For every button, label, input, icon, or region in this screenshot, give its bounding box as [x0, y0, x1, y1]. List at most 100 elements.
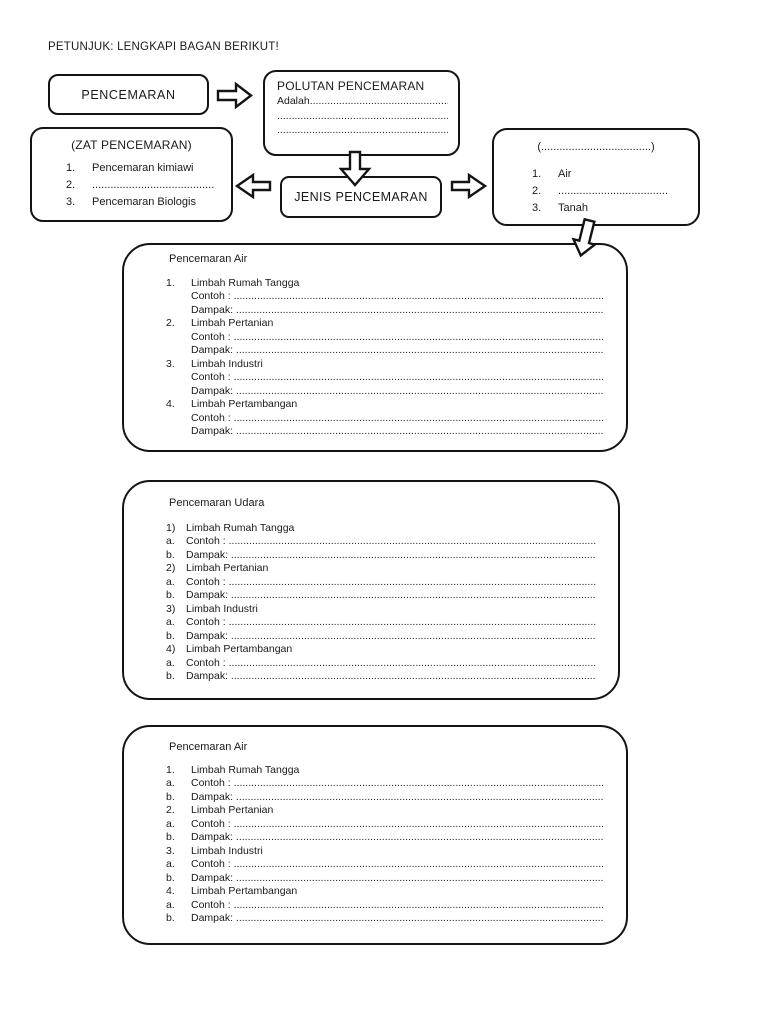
row-marker: 3)	[166, 602, 176, 615]
list-row: 4.Limbah Pertambangan	[166, 398, 604, 411]
row-marker: b.	[166, 589, 175, 602]
pencemaran-box: PENCEMARAN	[48, 74, 209, 115]
row-marker: b.	[166, 871, 175, 884]
list-row: 1.Limbah Rumah Tangga	[166, 277, 604, 290]
list-row: Contoh : ...............................…	[166, 412, 604, 425]
list-row: b. Dampak: ..............................…	[166, 831, 604, 844]
row-text: Limbah Pertanian	[191, 317, 274, 330]
row-text: Dampak: ................................…	[191, 384, 604, 397]
row-marker	[166, 304, 191, 317]
row-text: Limbah Pertambangan	[191, 885, 298, 898]
item-text: Pencemaran kimiawi	[92, 162, 194, 174]
polutan-box: POLUTAN PENCEMARAN Adalah...............…	[263, 70, 460, 156]
list-row: Dampak: ................................…	[166, 304, 604, 317]
list-row: Dampak: ................................…	[166, 344, 604, 357]
polutan-fill-line: ........................................…	[277, 109, 448, 122]
row-text: Limbah Industri	[186, 602, 258, 615]
row-text: Contoh : ...............................…	[186, 656, 596, 669]
row-marker: a.	[166, 535, 175, 548]
row-marker: a.	[166, 777, 175, 790]
row-text: Contoh : ...............................…	[186, 575, 596, 588]
row-text: Contoh : ...............................…	[186, 616, 596, 629]
list-row: b. Dampak: ..............................…	[166, 872, 604, 885]
row-text: Dampak: ................................…	[186, 629, 596, 642]
list-row: 3. Limbah Industri	[166, 845, 604, 858]
row-text: Contoh : ...............................…	[191, 898, 604, 911]
row-text: Dampak: ................................…	[191, 911, 604, 924]
row-marker: a.	[166, 656, 175, 669]
item-text: ........................................	[92, 179, 215, 191]
item-number: 1.	[66, 162, 76, 174]
row-text: Contoh : ...............................…	[191, 290, 604, 303]
item-number: 3.	[532, 202, 542, 214]
row-marker	[166, 385, 191, 398]
item-text: Pencemaran Biologis	[92, 196, 196, 208]
list-row: 3) Limbah Industri	[166, 603, 596, 616]
list-row: a. Contoh : .............................…	[166, 818, 604, 831]
arrow-left-icon	[234, 172, 272, 200]
row-marker: 1.	[166, 764, 175, 776]
row-marker: b.	[166, 790, 175, 803]
row-marker: 3.	[166, 844, 175, 857]
row-text: Contoh : ...............................…	[191, 330, 604, 343]
row-text: Limbah Rumah Tangga	[191, 764, 300, 776]
row-marker: 3.	[166, 357, 175, 370]
row-text: Dampak: ................................…	[186, 589, 596, 602]
list-row: a. Contoh : .............................…	[166, 576, 596, 589]
section-title: Pencemaran Air	[169, 253, 248, 265]
row-text: Contoh : ...............................…	[191, 411, 604, 424]
row-marker: b.	[166, 831, 175, 844]
row-marker: a.	[166, 858, 175, 871]
row-marker: a.	[166, 898, 175, 911]
item-number: 1.	[532, 168, 542, 180]
row-marker: a.	[166, 575, 175, 588]
row-marker	[166, 290, 191, 303]
row-text: Dampak: ................................…	[191, 831, 604, 844]
list-item: 3. Pencemaran Biologis	[66, 194, 231, 211]
list-row: 2)Limbah Pertanian	[166, 562, 596, 575]
arrow-down-tilted-icon	[571, 217, 598, 258]
list-row: a. Contoh : .............................…	[166, 657, 596, 670]
row-text: Dampak: ................................…	[191, 871, 604, 884]
list-row: Dampak: ................................…	[166, 425, 604, 438]
list-row: b.Dampak: ..............................…	[166, 549, 596, 562]
list-row: 3.Limbah Industri	[166, 358, 604, 371]
list-row: a. Contoh : .............................…	[166, 899, 604, 912]
media-box: (....................................) 1…	[492, 128, 700, 226]
row-marker	[166, 371, 191, 384]
row-text: Limbah Rumah Tangga	[191, 277, 300, 289]
list-row: b.Dampak: ..............................…	[166, 912, 604, 925]
row-text: Dampak: ................................…	[191, 424, 604, 437]
item-number: 2.	[532, 185, 542, 197]
row-text: Limbah Pertanian	[191, 804, 274, 817]
list-item: 2. ....................................	[532, 183, 698, 200]
row-text: Limbah Pertambangan	[186, 643, 293, 656]
row-text: Limbah Industri	[191, 844, 263, 857]
row-text: Limbah Pertanian	[186, 562, 269, 575]
section-title: Pencemaran Udara	[169, 497, 265, 509]
row-text: Contoh : ...............................…	[191, 817, 604, 830]
polutan-fill-line: Adalah..................................…	[277, 95, 448, 107]
row-marker	[166, 344, 191, 357]
row-marker: a.	[166, 616, 175, 629]
row-marker: 1)	[166, 522, 176, 534]
list-row: a.Contoh : .............................…	[166, 777, 604, 790]
list-row: Dampak: ................................…	[166, 385, 604, 398]
row-marker: b.	[166, 669, 175, 682]
list-row: 1)Limbah Rumah Tangga	[166, 522, 596, 535]
row-marker: 2.	[166, 804, 175, 817]
row-text: Dampak: ................................…	[191, 303, 604, 316]
list-row: b.Dampak: ..............................…	[166, 791, 604, 804]
zat-list: 1. Pencemaran kimiawi 2. ...............…	[66, 160, 231, 211]
list-row: Contoh : ...............................…	[166, 331, 604, 344]
row-text: Dampak: ................................…	[186, 548, 596, 561]
item-text: ....................................	[558, 185, 669, 197]
row-marker: a.	[166, 817, 175, 830]
row-marker: 4.	[166, 885, 175, 898]
item-number: 2.	[66, 179, 76, 191]
polutan-title: POLUTAN PENCEMARAN	[277, 79, 425, 93]
section-title: Pencemaran Air	[169, 741, 248, 753]
